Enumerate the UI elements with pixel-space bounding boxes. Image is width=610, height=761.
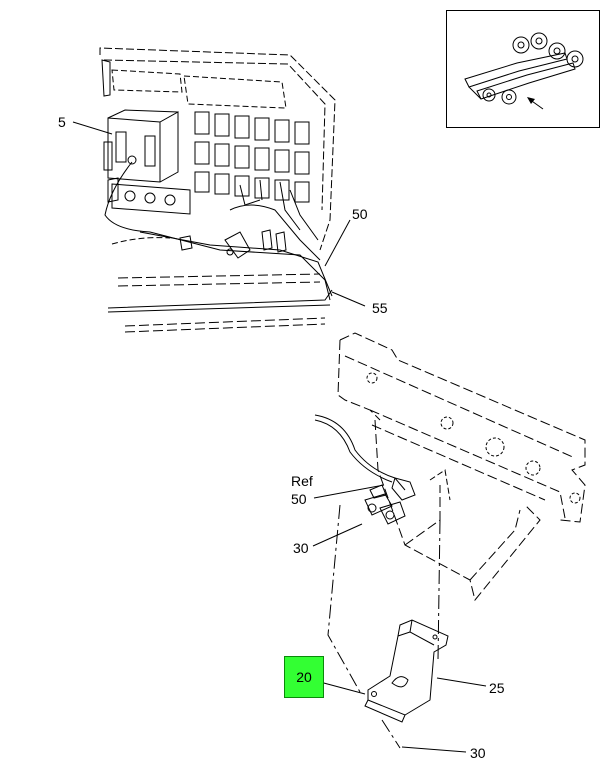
callout-ref-50: 50 [291,491,307,507]
leader-ref-50 [313,484,385,499]
frame-rail-assembly [312,332,586,753]
truck-chassis-locator-icon [464,32,584,110]
leader-25 [436,677,487,687]
callout-50-top: 50 [352,206,368,222]
callout-55: 55 [372,300,388,316]
wiring-harness [104,161,333,301]
callout-30-left: 30 [293,540,309,556]
callout-ref-label: Ref [291,473,313,489]
callout-5: 5 [58,114,66,130]
leader-55 [331,291,366,307]
leader-20 [319,681,366,695]
leader-5 [72,121,113,135]
mounting-bracket [364,619,449,723]
relay-panel-assembly [72,47,366,333]
callout-20-hotspot[interactable]: 20 [284,656,324,698]
relay-grid [194,111,310,203]
leader-50-top [324,219,351,267]
locator-inset [446,10,600,128]
callout-25: 25 [489,680,505,696]
leader-30-left [312,523,363,547]
relay-module [103,109,179,183]
terminal-studs [364,484,406,525]
leader-30-bottom [401,746,467,753]
callout-30-bottom: 30 [470,745,486,761]
